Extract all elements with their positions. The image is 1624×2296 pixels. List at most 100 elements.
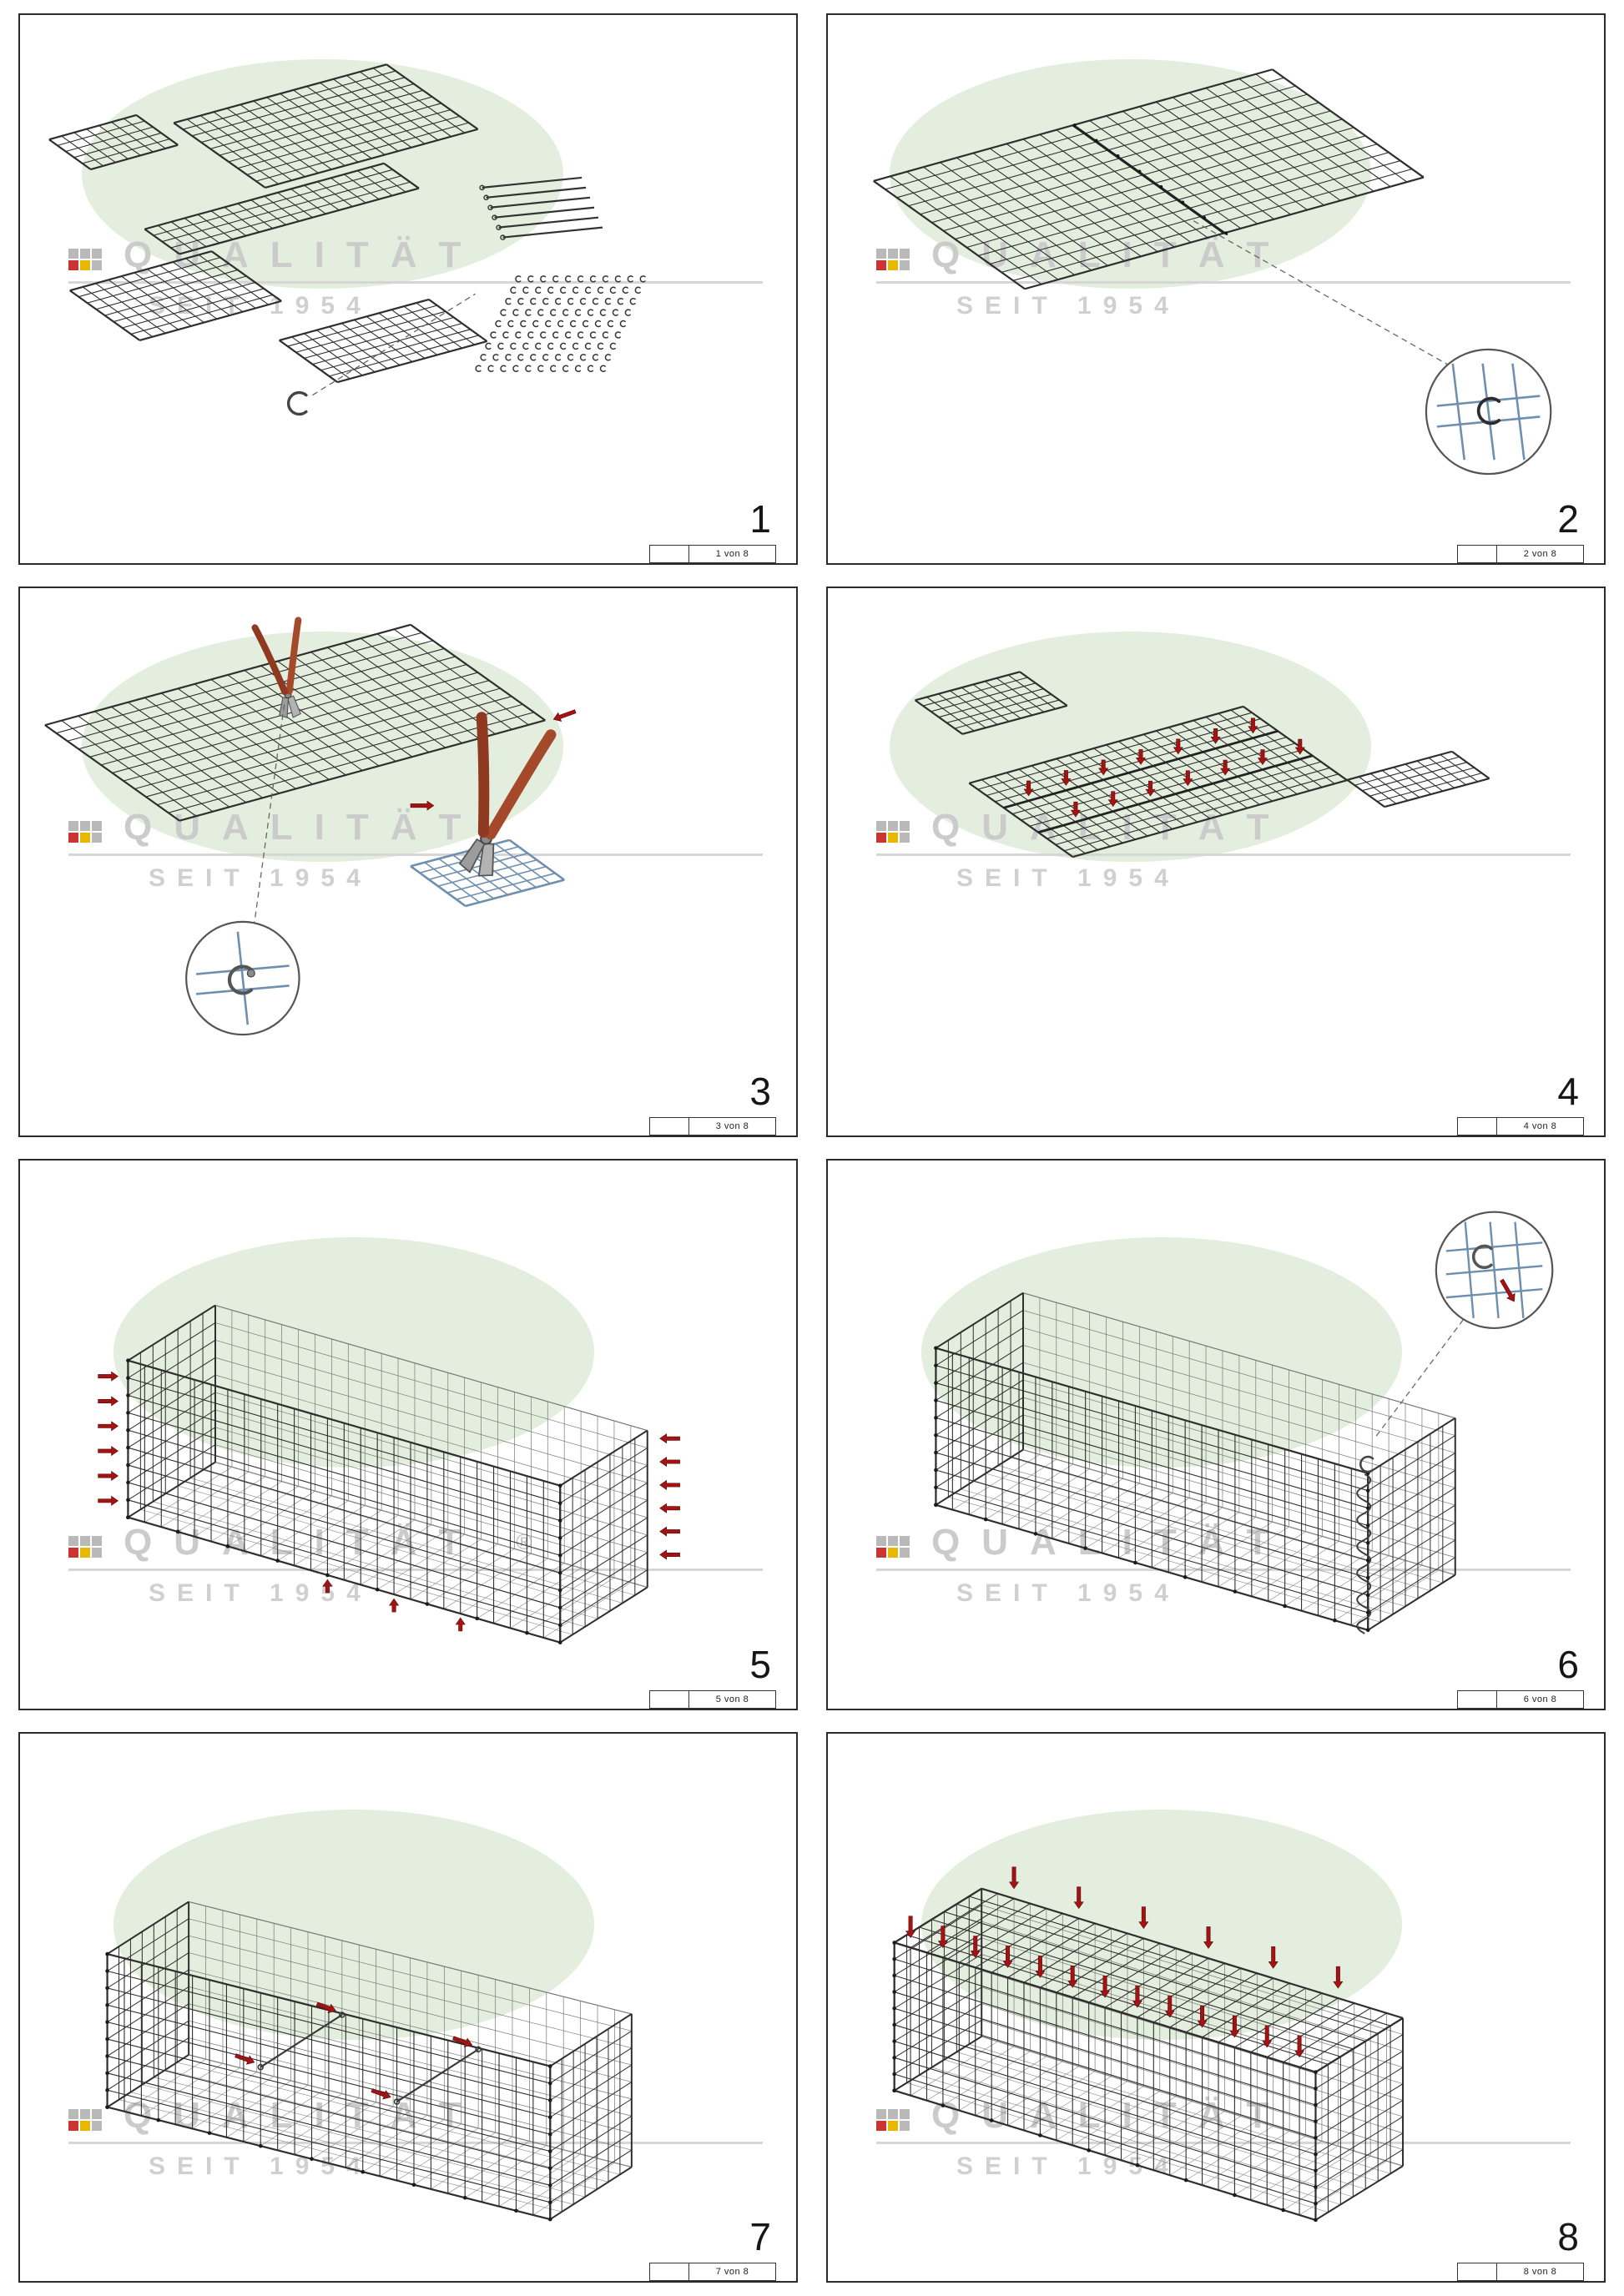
detail-circle: [185, 920, 300, 1035]
red-arrow: [552, 708, 577, 722]
sheet-counter: 5 von 8: [649, 1689, 776, 1709]
c-clip-icon: [535, 342, 542, 350]
brand-logo-icon: [68, 2108, 102, 2137]
c-clip-icon: [555, 354, 562, 361]
c-clip-icon: [540, 331, 547, 339]
watermark-brand-row: QUALITÄT: [876, 1522, 1571, 1563]
watermark-since-text: SEIT 1954: [149, 291, 372, 320]
red-arrow: [98, 1495, 119, 1506]
c-clip-icon: [500, 309, 507, 316]
c-clip-icon: [497, 342, 504, 350]
c-clip-icon: [495, 320, 502, 328]
wire-rods: [479, 176, 603, 240]
watermark-brand-text: QUALITÄT: [124, 807, 483, 848]
c-clip-icon: [577, 275, 584, 283]
c-clip-icon: [550, 365, 557, 372]
step-number: 6: [1557, 1642, 1579, 1686]
brand-logo-icon: [68, 821, 102, 848]
red-arrow: [1138, 1906, 1149, 1929]
watermark-brand-row: QUALITÄT: [876, 2095, 1571, 2137]
red-arrow: [1002, 1945, 1013, 1968]
sheet-counter: 3 von 8: [649, 1117, 776, 1135]
c-clip-icon: [542, 297, 549, 305]
red-arrow: [315, 2001, 336, 2013]
watermark-rule: [876, 2141, 1571, 2144]
brand-logo-icon: [876, 1536, 910, 1563]
c-clip-icon: [542, 354, 549, 361]
step-number: 5: [749, 1642, 771, 1686]
basket-back-face: [214, 1305, 648, 1589]
red-arrow: [1257, 748, 1268, 765]
red-arrow: [1248, 717, 1258, 733]
red-arrow: [1197, 2005, 1208, 2027]
sheet-counter: 8 von 8: [1457, 2263, 1584, 2281]
red-arrow: [1500, 1278, 1516, 1302]
mesh-panel: [914, 670, 1068, 735]
c-clip-icon: [550, 309, 557, 316]
step-5-illustration: [98, 1304, 680, 1645]
watermark-rule: [68, 853, 763, 857]
c-clip-icon: [500, 365, 507, 372]
step-number: 4: [1557, 1070, 1579, 1113]
internal-braces: [257, 2011, 482, 2105]
c-clip-icon: [627, 275, 633, 283]
sheet-counter-cell: [650, 1118, 689, 1135]
red-arrow: [452, 2035, 473, 2047]
watermark-rule: [68, 1568, 763, 1572]
watermark-ellipse: [113, 1810, 595, 2041]
c-clip-icon: [490, 331, 497, 339]
fold-seams: [1003, 729, 1314, 833]
red-arrow: [1132, 1985, 1142, 2008]
c-clip-icon: [609, 342, 616, 350]
basket-front-face: [127, 1359, 562, 1644]
red-arrow: [371, 2087, 391, 2100]
detail-circle: [1435, 1211, 1554, 1330]
c-clip-icon: [572, 342, 579, 350]
lacing-wire: [1356, 1473, 1372, 1634]
c-clip-icon: [530, 297, 537, 305]
watermark-since-text: SEIT 1954: [149, 2152, 372, 2180]
seam-wire: [1072, 123, 1228, 236]
c-clip-icon: [617, 297, 623, 305]
pliers-icon: [251, 616, 302, 718]
sheet-counter-page: 8 von 8: [1523, 2267, 1557, 2277]
c-clip-icon: [227, 964, 254, 994]
watermark-rule: [68, 2141, 763, 2144]
sheet-counter-cell: [650, 1690, 689, 1708]
c-clip-icon: [569, 320, 577, 328]
c-clip-icon: [535, 286, 542, 294]
c-clip-icon: [502, 331, 509, 339]
red-arrow: [1098, 759, 1109, 775]
red-arrow: [410, 800, 435, 811]
sheet-counter: 2 von 8: [1457, 544, 1584, 563]
c-clip-icon: [1476, 396, 1501, 425]
c-clip-icon: [557, 320, 564, 328]
mesh-panel: [279, 298, 488, 384]
red-arrow: [1073, 1886, 1084, 1909]
c-clip-icon: [589, 275, 597, 283]
c-clip-icon: [602, 275, 608, 283]
c-clip-icon: [584, 342, 592, 350]
sheet-counter-cell: [1458, 1690, 1497, 1708]
sheet-counter: 6 von 8: [1457, 1689, 1584, 1709]
sheet-counter-cell: [650, 2263, 689, 2280]
c-clip-icon: [555, 297, 562, 305]
step-number: 8: [1557, 2215, 1579, 2258]
c-clip-icon: [475, 365, 482, 372]
c-clip-icon: [565, 275, 572, 283]
c-clip-icon: [527, 331, 534, 339]
watermark-rule: [876, 1568, 1571, 1572]
watermark-since-text: SEIT 1954: [956, 864, 1180, 893]
red-arrow: [1135, 748, 1147, 765]
c-clip-icon: [487, 365, 494, 372]
mesh-panel: [48, 113, 179, 171]
c-clip-icon: [552, 331, 559, 339]
c-clip-icon: [286, 390, 308, 416]
c-clip-icon: [1471, 1244, 1493, 1270]
c-clip-icon: [537, 365, 544, 372]
